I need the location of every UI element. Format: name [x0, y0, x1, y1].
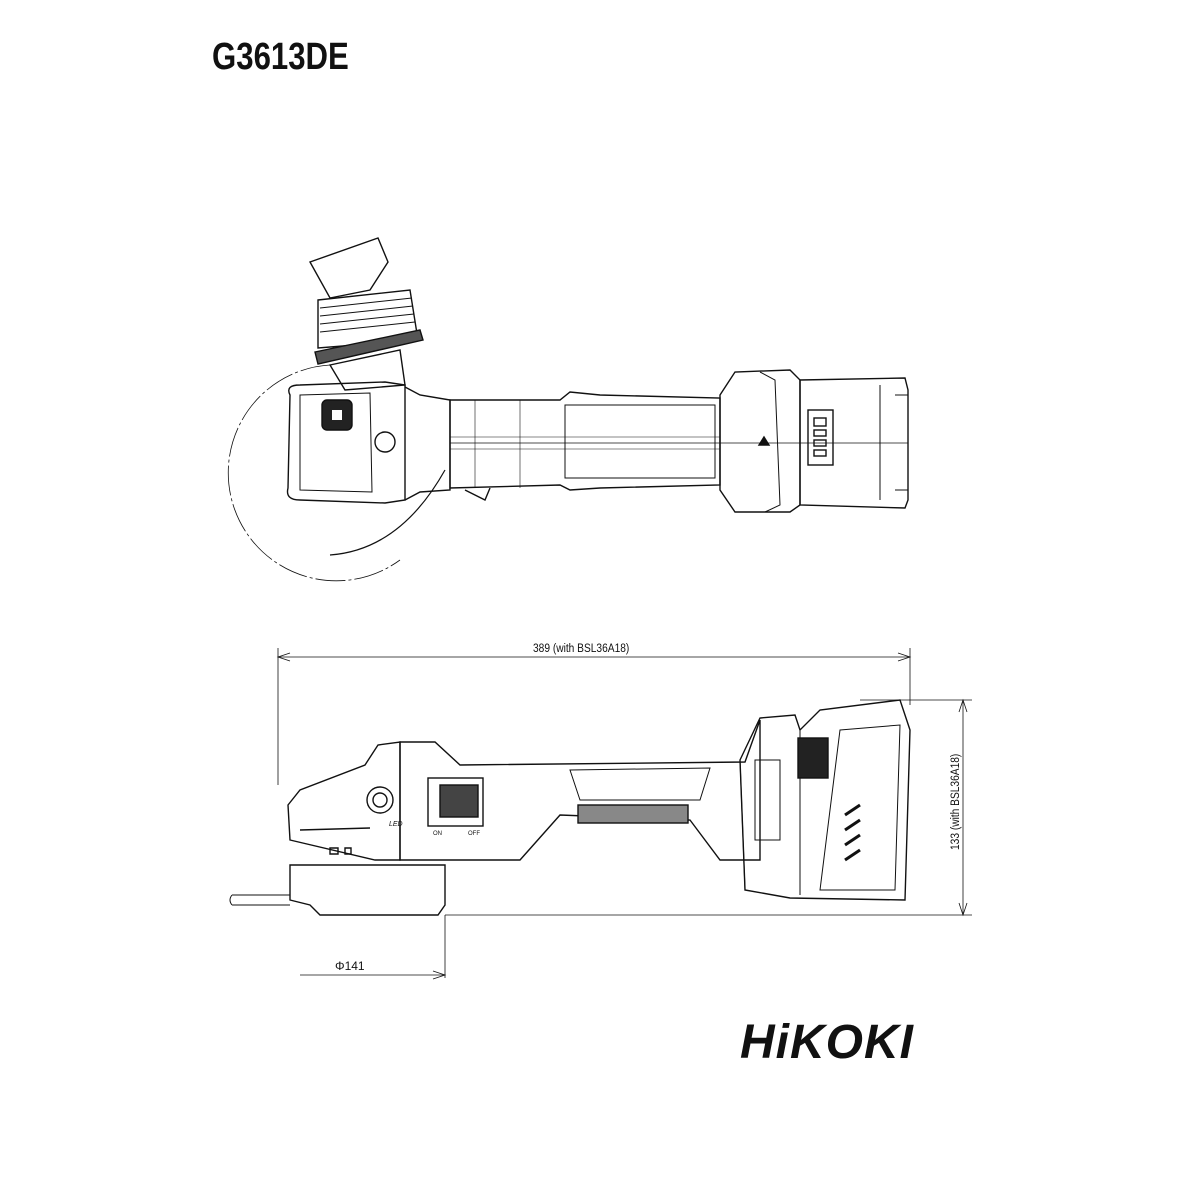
guard-edge	[329, 469, 446, 556]
battery-mount	[719, 369, 801, 513]
power-switch	[427, 777, 484, 827]
gear-head-side	[287, 741, 401, 861]
disc-outline	[227, 364, 401, 582]
battery	[799, 377, 909, 509]
top-view	[227, 237, 909, 582]
motor-body-side	[399, 719, 761, 861]
washer	[314, 329, 424, 365]
off-label: OFF	[468, 831, 480, 837]
motor-body	[449, 391, 721, 491]
disc-diameter-dimension: Φ141	[335, 959, 365, 973]
led-label: LED	[389, 821, 403, 828]
length-dimension: 389 (with BSL36A18)	[533, 642, 630, 655]
grip-texture	[577, 804, 689, 824]
dimension-lines	[276, 648, 972, 980]
side-view: LED ON OFF	[229, 648, 972, 980]
hikoki-logo: HiKOKI	[740, 1016, 914, 1069]
battery-indicator	[807, 409, 834, 466]
battery-button	[797, 737, 829, 779]
height-dimension: 133 (with BSL36A18)	[949, 753, 962, 850]
wheel-guard	[289, 864, 446, 916]
guard-clamp	[308, 237, 389, 299]
on-label: ON	[433, 831, 442, 837]
model-title: G3613DE	[212, 36, 349, 78]
battery-side	[739, 699, 911, 901]
